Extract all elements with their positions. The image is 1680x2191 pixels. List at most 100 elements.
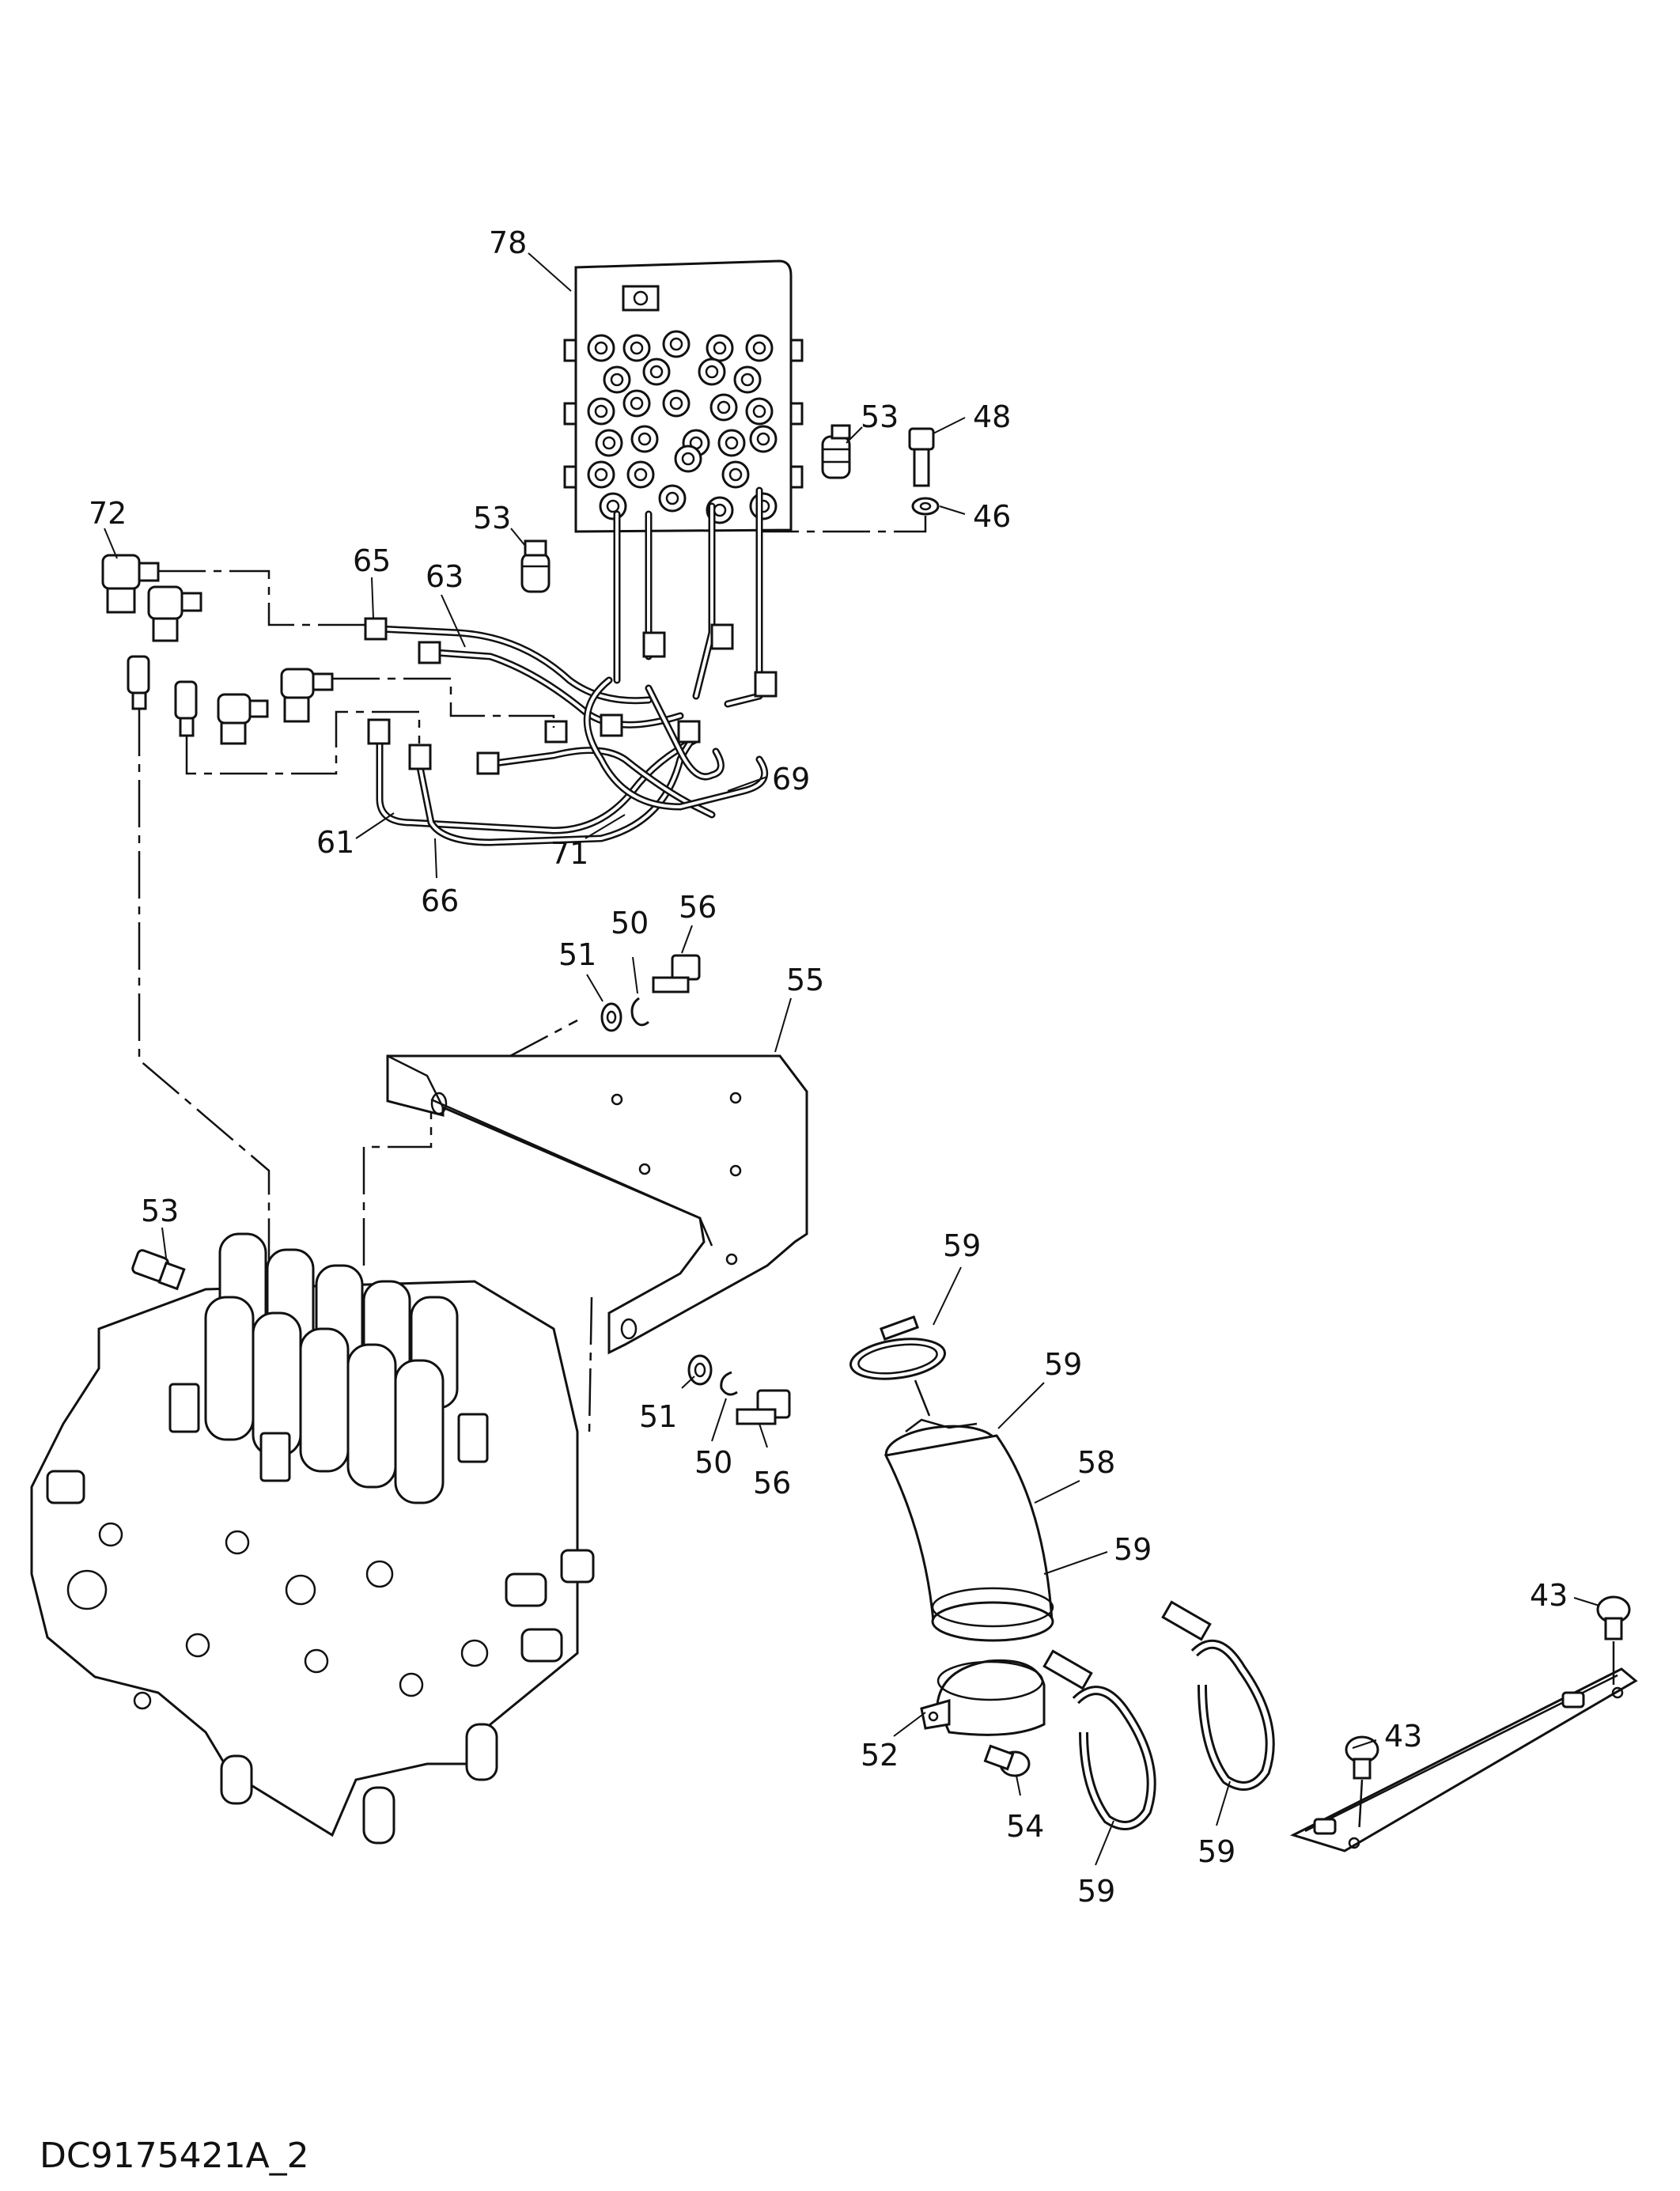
port-fitting xyxy=(599,492,627,520)
port-fitting xyxy=(587,460,615,489)
drawing-code: DC9175421A_2 xyxy=(40,2136,309,2176)
callout-43: 43 xyxy=(1384,1719,1422,1754)
hardware-lower xyxy=(687,1354,791,1425)
port-fitting-bore xyxy=(669,396,683,411)
port-fitting xyxy=(749,425,778,453)
bolt-54 xyxy=(983,1744,1031,1777)
port-fitting-bore xyxy=(752,404,766,418)
cable-tie-59-left xyxy=(1042,1649,1156,1830)
callout-50: 50 xyxy=(611,906,649,940)
callout-56: 56 xyxy=(679,890,717,925)
port-fitting-bore xyxy=(602,436,616,450)
port-fitting xyxy=(733,365,762,394)
port-fitting xyxy=(587,397,615,426)
callout-59: 59 xyxy=(1114,1532,1152,1567)
callout-54: 54 xyxy=(1006,1809,1044,1844)
callout-59: 59 xyxy=(1198,1834,1235,1869)
bolt-43-left xyxy=(1345,1735,1379,1780)
port-fitting xyxy=(674,445,702,473)
port-fitting xyxy=(717,429,746,457)
bracket-55 xyxy=(386,1054,808,1355)
port-fitting xyxy=(630,425,659,453)
hose-bundle xyxy=(376,486,769,846)
callout-51: 51 xyxy=(558,937,596,972)
bolt-48 xyxy=(908,427,935,487)
hardware-upper xyxy=(600,954,701,1032)
port-fitting-bore xyxy=(752,341,766,355)
callout-labels: 78 53 48 46 53 72 65 63 69 61 71 66 51 5… xyxy=(89,225,1568,1909)
clamp-52 xyxy=(920,1659,1046,1736)
plug-fitting-53-left xyxy=(520,539,551,593)
callout-59: 59 xyxy=(1044,1347,1082,1382)
port-fitting-bore xyxy=(713,341,727,355)
callout-61: 61 xyxy=(316,825,354,860)
callout-48: 48 xyxy=(973,399,1011,434)
port-fitting xyxy=(745,397,774,426)
port-fitting-bore xyxy=(740,373,755,387)
port-fitting-bore xyxy=(669,337,683,351)
port-fitting-bore xyxy=(756,432,770,446)
port-fitting-bore xyxy=(681,452,695,466)
callout-59: 59 xyxy=(1077,1874,1115,1909)
callout-50: 50 xyxy=(694,1445,732,1480)
port-fitting xyxy=(662,330,691,358)
plug-fitting-53-right xyxy=(821,424,851,479)
port-fitting xyxy=(622,389,651,418)
suction-hose-58 xyxy=(884,1418,1054,1642)
port-fitting xyxy=(721,460,750,489)
bolt-43-right xyxy=(1596,1595,1631,1640)
port-fitting-bore xyxy=(610,373,624,387)
clamp-59-top xyxy=(849,1315,947,1380)
port-fitting-bore xyxy=(594,341,608,355)
port-fitting xyxy=(662,389,691,418)
callout-72: 72 xyxy=(89,496,127,531)
port-fitting-bore xyxy=(606,499,620,513)
port-fitting-bore xyxy=(638,432,652,446)
callout-66: 66 xyxy=(421,884,459,918)
port-fitting xyxy=(706,334,734,362)
control-valve xyxy=(30,1232,595,1845)
port-fitting-bore xyxy=(665,491,679,505)
port-fitting xyxy=(749,492,778,520)
callout-53: 53 xyxy=(141,1194,179,1228)
port-fitting-bore xyxy=(630,341,644,355)
callout-52: 52 xyxy=(861,1738,899,1773)
plate-43 xyxy=(1290,1667,1638,1852)
port-fitting xyxy=(622,334,651,362)
port-fitting xyxy=(745,334,774,362)
port-fitting-bore xyxy=(725,436,739,450)
port-fitting-bore xyxy=(728,467,743,482)
callout-59: 59 xyxy=(943,1228,981,1263)
port-fitting-bore xyxy=(717,400,731,414)
callout-51: 51 xyxy=(639,1399,677,1434)
port-fitting xyxy=(595,429,623,457)
callout-53: 53 xyxy=(473,501,511,535)
callout-56: 56 xyxy=(753,1466,791,1500)
port-fitting xyxy=(709,393,738,422)
callout-71: 71 xyxy=(551,836,588,871)
callout-43: 43 xyxy=(1530,1578,1568,1613)
port-fitting xyxy=(698,358,726,386)
port-fitting-bore xyxy=(634,467,648,482)
port-fitting xyxy=(626,460,655,489)
port-fitting-bore xyxy=(594,404,608,418)
port-fitting-bore xyxy=(649,365,664,379)
elbow-fittings-72 xyxy=(101,554,334,745)
port-fitting xyxy=(642,358,671,386)
callout-46: 46 xyxy=(973,499,1011,534)
port-fitting xyxy=(587,334,615,362)
hose-nuts xyxy=(364,617,778,775)
callout-78: 78 xyxy=(489,225,527,260)
washer-46 xyxy=(911,497,940,516)
port-fitting-bore xyxy=(630,396,644,411)
port-fitting xyxy=(603,365,631,394)
port-fitting xyxy=(658,484,687,513)
callout-55: 55 xyxy=(786,963,824,997)
callout-63: 63 xyxy=(426,559,464,594)
callout-53: 53 xyxy=(861,399,899,434)
pilot-valve-block xyxy=(563,259,804,533)
callout-69: 69 xyxy=(772,762,810,797)
cable-tie-59-right xyxy=(1161,1600,1275,1791)
plug-fitting-53-valve xyxy=(131,1249,186,1291)
